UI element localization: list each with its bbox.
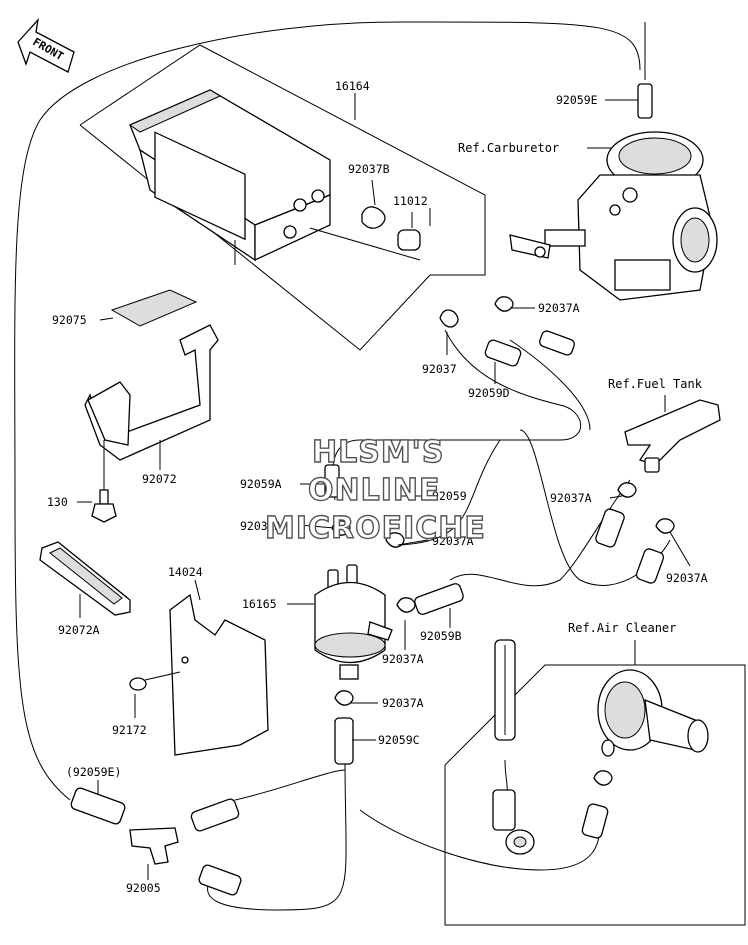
watermark-line3: MICROFICHE xyxy=(265,511,486,546)
part-label-92037a-top: 92037A xyxy=(538,301,580,315)
part-label-92072a: 92072A xyxy=(58,623,100,637)
part-label-16165: 16165 xyxy=(242,597,277,611)
strap-92072a xyxy=(39,541,131,616)
part-label-92037a-tank-r: 92037A xyxy=(666,571,708,585)
ref-carburetor: Ref.Carburetor xyxy=(458,141,559,155)
cap-11012 xyxy=(397,212,421,251)
air-cleaner-valve xyxy=(597,669,709,757)
clamp-92037a-tank-l xyxy=(617,482,637,498)
watermark-line2: ONLINE xyxy=(308,473,441,508)
part-label-92037a-mid: 92037A xyxy=(432,534,474,548)
part-label-92059: 92059 xyxy=(432,489,467,503)
part-label-92059e: 92059E xyxy=(556,93,598,107)
part-label-11012: 11012 xyxy=(393,194,428,208)
hose-92059d xyxy=(484,339,522,367)
watermark: HLSM'S ONLINE MICROFICHE xyxy=(264,434,486,546)
t-fitting-92005 xyxy=(129,827,179,865)
hose-92059a xyxy=(324,464,340,498)
hose-lower-2 xyxy=(198,864,242,896)
bracket-92072 xyxy=(84,324,219,461)
part-label-16164: 16164 xyxy=(335,79,370,93)
clamp-92037a-low xyxy=(396,597,416,613)
hose-92059c xyxy=(334,717,354,765)
hose-lower-1 xyxy=(190,798,240,832)
part-label-92037a-bot: 92037A xyxy=(382,696,424,710)
clamp-air-cleaner xyxy=(593,770,613,786)
hose-92059e xyxy=(637,83,653,119)
hose-92059e-paren xyxy=(70,787,126,825)
clamp-92037 xyxy=(439,309,459,328)
screw-92172 xyxy=(129,671,181,691)
air-cleaner-frame xyxy=(444,640,746,926)
carburetor xyxy=(509,131,718,301)
clamp-92037a-tank-r xyxy=(655,518,675,534)
leader-lines xyxy=(77,93,691,880)
hose-long xyxy=(494,639,516,741)
hose-tank-l xyxy=(595,508,625,548)
clamp-92037a-bot xyxy=(334,690,354,706)
hose-92059b xyxy=(414,583,464,615)
clamp-92037a-mid xyxy=(385,532,405,548)
part-label-92037a-tank-l: 92037A xyxy=(550,491,592,505)
ref-air-cleaner: Ref.Air Cleaner xyxy=(568,621,676,635)
part-label-92037a-low: 92037A xyxy=(382,652,424,666)
part-label-92037a-left: 92037A xyxy=(240,519,282,533)
elbow-fitting xyxy=(492,789,535,855)
clamp-92037b xyxy=(361,179,386,229)
front-arrow-icon: FRONT xyxy=(17,17,75,73)
part-label-14024: 14024 xyxy=(168,565,203,579)
part-label-92172: 92172 xyxy=(112,723,147,737)
separator-16165 xyxy=(314,564,393,680)
bolt-130 xyxy=(91,440,117,523)
canister-16164 xyxy=(128,89,421,265)
part-label-92075: 92075 xyxy=(52,313,87,327)
part-label-92059c: 92059C xyxy=(378,733,420,747)
hose-air-cleaner xyxy=(581,803,609,839)
part-label-130: 130 xyxy=(47,495,68,509)
part-label-92059e-paren: (92059E) xyxy=(66,765,121,779)
part-label-92037b: 92037B xyxy=(348,162,390,176)
part-label-92037: 92037 xyxy=(422,362,457,376)
hose-tank-r xyxy=(635,548,665,584)
fuel-tank-fitting xyxy=(624,395,721,473)
hose-top-right xyxy=(539,330,575,356)
clamp-92037a-top xyxy=(494,296,514,312)
part-label-92072: 92072 xyxy=(142,472,177,486)
pad-92075 xyxy=(110,289,198,327)
part-label-92059d: 92059D xyxy=(468,386,510,400)
ref-fuel-tank: Ref.Fuel Tank xyxy=(608,377,703,391)
clamp-92037a-left xyxy=(331,520,351,536)
part-label-92059a: 92059A xyxy=(240,477,282,491)
part-label-92005: 92005 xyxy=(126,881,161,895)
canister-frame xyxy=(79,44,486,351)
cover-14024 xyxy=(169,579,269,756)
watermark-line1: HLSM'S xyxy=(312,435,444,470)
part-label-92059b: 92059B xyxy=(420,629,462,643)
